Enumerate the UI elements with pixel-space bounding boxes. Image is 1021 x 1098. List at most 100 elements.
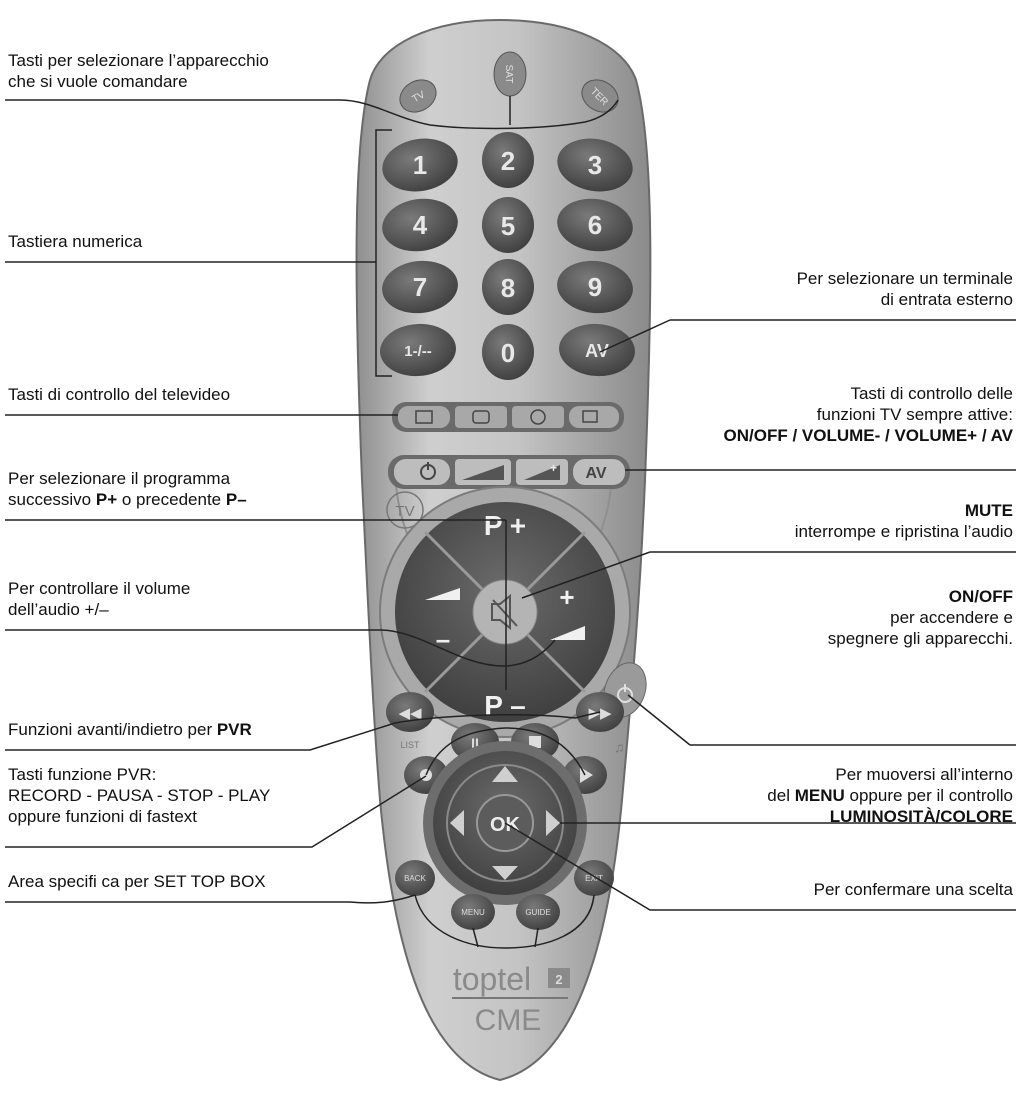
- brand-logo: toptel: [453, 961, 531, 997]
- key-5-label: 5: [501, 211, 515, 241]
- leader-lines: [5, 96, 1016, 949]
- key-dash-label: 1-/--: [404, 343, 432, 360]
- mute-icon: [491, 593, 511, 631]
- key-8[interactable]: [482, 259, 534, 315]
- key-9[interactable]: [554, 257, 635, 317]
- vol-up-icon: [524, 465, 560, 480]
- key-av-label: AV: [585, 341, 609, 361]
- key-9-label: 9: [588, 272, 602, 302]
- tv-device-key[interactable]: [394, 74, 442, 119]
- arc-pvr-keys: [425, 727, 586, 776]
- teletext-key-1[interactable]: [398, 406, 450, 428]
- key-0[interactable]: [482, 324, 534, 380]
- vol-down-wedge-icon: [425, 588, 460, 600]
- key-6[interactable]: [554, 194, 636, 256]
- label-pvr-ff: Funzioni avanti/indietro per PVR: [8, 720, 252, 739]
- rewind-icon: ◀◀: [398, 705, 422, 722]
- label-numeric: Tastiera numerica: [8, 232, 143, 251]
- label-device-select: Tasti per selezionare l’apparecchio che …: [8, 51, 269, 91]
- tv-logo-icon: [386, 491, 424, 529]
- label-confirm: Per confermare una scelta: [813, 880, 1013, 899]
- brand-sup: 2: [555, 972, 562, 987]
- hold-icon: [582, 410, 598, 423]
- key-1[interactable]: [378, 133, 462, 197]
- arc-stb: [414, 894, 595, 949]
- device-keys: TV SAT TER: [394, 51, 624, 119]
- label-mute: MUTE interrompe e ripristina l’audio: [794, 501, 1013, 541]
- teletext-key-2[interactable]: [455, 406, 507, 428]
- list-label: LIST: [400, 740, 420, 750]
- teletext-keys: [392, 402, 624, 432]
- mix-icon: [530, 409, 546, 425]
- vol-down-icon: [462, 465, 504, 480]
- svg-text:+: +: [550, 461, 557, 475]
- branding: toptel 2 CME: [452, 961, 570, 1037]
- down-arrow-icon[interactable]: [492, 866, 518, 880]
- label-external: Per selezionare un terminale di entrata …: [796, 269, 1013, 309]
- back-key[interactable]: [395, 860, 435, 896]
- vol-plus-label[interactable]: +: [559, 582, 574, 612]
- guide-key[interactable]: [516, 894, 560, 930]
- exit-label: EXIT: [585, 874, 603, 883]
- bracket-numeric: [375, 129, 392, 377]
- guide-label: GUIDE: [525, 908, 550, 917]
- key-3-label: 3: [588, 150, 602, 180]
- music-icon: ♫: [614, 739, 625, 755]
- tv-mode-icon: [472, 410, 490, 424]
- line-pvr-ff: [5, 711, 601, 751]
- tv-vol-up-key[interactable]: [516, 459, 568, 485]
- line-stb-guide: [534, 927, 539, 948]
- left-arrow-icon[interactable]: [450, 810, 464, 836]
- teletext-key-3[interactable]: [512, 406, 564, 428]
- key-3[interactable]: [553, 133, 637, 197]
- key-1-label: 1: [413, 150, 427, 180]
- label-tv-always: Tasti di controllo delle funzioni TV sem…: [723, 384, 1013, 445]
- tv-logo-label: TV: [395, 503, 414, 520]
- stb-keys: BACK EXIT MENU GUIDE: [395, 860, 614, 930]
- teletext-key-4[interactable]: [569, 406, 619, 428]
- numeric-keypad: 1 2 3 4 5 6 7 8 9 1-/-- 0 AV: [378, 132, 637, 380]
- vol-minus-label[interactable]: –: [436, 624, 450, 654]
- label-teletext: Tasti di controllo del televideo: [8, 385, 231, 404]
- p-minus-label[interactable]: P –: [484, 690, 526, 721]
- tv-av-key[interactable]: [573, 459, 625, 485]
- up-arrow-icon[interactable]: [492, 766, 518, 782]
- label-stb: Area specifi ca per SET TOP BOX: [8, 872, 266, 891]
- line-mute: [521, 551, 651, 599]
- p-plus-label[interactable]: P +: [484, 510, 526, 541]
- program-volume-pad: P + P – – +: [379, 486, 631, 738]
- label-onoff: ON/OFF per accendere e spegnere gli appa…: [827, 587, 1013, 648]
- key-6-label: 6: [588, 210, 602, 240]
- key-5[interactable]: [482, 197, 534, 253]
- line-stb: [5, 894, 416, 904]
- label-pvr-keys: Tasti funzione PVR: RECORD - PAUSA - STO…: [8, 765, 271, 826]
- back-label: BACK: [404, 874, 426, 883]
- key-2-label: 2: [501, 146, 515, 176]
- key-4-label: 4: [413, 210, 428, 240]
- key-av[interactable]: [557, 321, 636, 378]
- key-7[interactable]: [379, 257, 460, 317]
- key-4[interactable]: [379, 194, 461, 256]
- line-volume: [5, 629, 556, 667]
- tv-strip: + AV TV: [386, 455, 630, 529]
- key-2[interactable]: [482, 132, 534, 188]
- ter-device-key[interactable]: [576, 74, 624, 119]
- line-confirm: [504, 822, 1016, 911]
- line-external: [599, 319, 671, 353]
- label-menu: Per muoversi all’interno del MENU oppure…: [767, 765, 1013, 826]
- exit-key[interactable]: [574, 860, 614, 896]
- line-stb-menu: [472, 927, 479, 948]
- key-0-label: 0: [501, 338, 515, 368]
- pause-icon: II: [471, 735, 479, 751]
- label-volume: Per controllare il volume dell’audio +/–: [8, 579, 191, 619]
- key-dash[interactable]: [378, 321, 457, 378]
- label-program: Per selezionare il programma successivo …: [8, 469, 247, 509]
- line-device-select: [5, 99, 619, 130]
- menu-label: MENU: [461, 908, 485, 917]
- forward-icon: ▶▶: [588, 705, 612, 722]
- menu-key[interactable]: [451, 894, 495, 930]
- stop-icon: [529, 736, 541, 748]
- right-arrow-icon[interactable]: [546, 810, 560, 836]
